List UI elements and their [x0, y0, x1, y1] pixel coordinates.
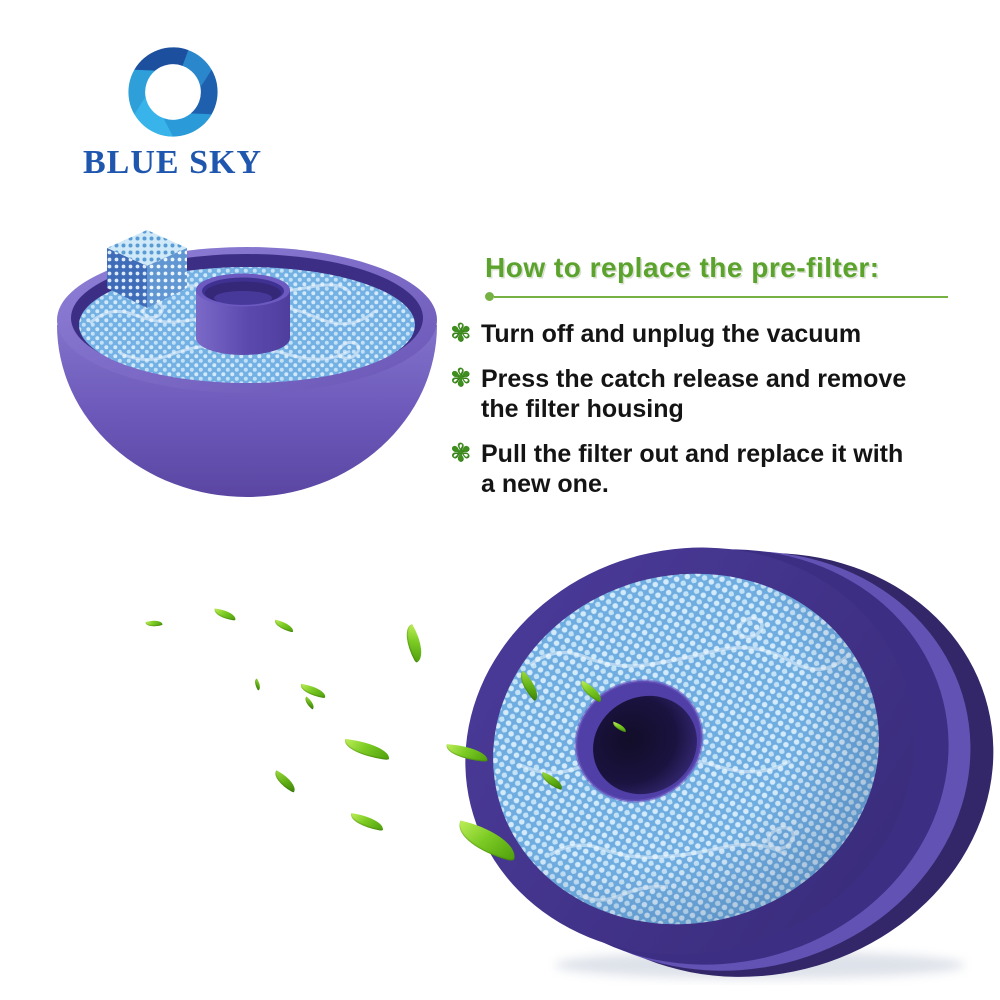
brand-logo: BLUE SKY: [80, 40, 265, 182]
instruction-steps: ✾ Turn off and unplug the vacuum ✾ Press…: [448, 319, 993, 499]
instruction-step: ✾ Pull the filter out and replace it wit…: [450, 439, 993, 499]
step-text: Pull the filter out and replace it with …: [481, 440, 904, 498]
leaf-icon: [343, 738, 391, 761]
underline-line: [494, 295, 948, 298]
mesh-detail-cube: [107, 230, 187, 308]
leaf-icon: [270, 770, 300, 793]
leaf-icon: [145, 618, 163, 629]
filter-disc-shape: [465, 547, 994, 977]
leaf-icon: [398, 624, 430, 663]
leaf-icon: [213, 608, 237, 621]
leaf-icon: [302, 696, 317, 710]
instruction-step: ✾ Turn off and unplug the vacuum: [450, 319, 993, 349]
pre-filter-tilted-image: [465, 547, 994, 979]
instructions-panel: How to replace the pre-filter: ✾ Turn of…: [448, 252, 993, 514]
filter-center-cylinder: [196, 273, 290, 355]
pre-filter-top-view-image: [57, 230, 437, 497]
flower-bullet-icon: ✾: [450, 364, 471, 392]
leaf-icon: [349, 813, 385, 831]
underline-dot-icon: [485, 292, 494, 301]
instructions-heading: How to replace the pre-filter:: [485, 252, 880, 283]
brand-name: BLUE SKY: [83, 144, 262, 181]
step-text: Press the catch release and remove the f…: [481, 365, 907, 423]
leaf-icon: [273, 619, 295, 633]
filter-center-hole: [574, 679, 704, 803]
flower-bullet-icon: ✾: [450, 439, 471, 467]
flower-bullet-icon: ✾: [450, 319, 471, 347]
leaf-icon: [252, 678, 263, 691]
logo-ring-icon: [127, 47, 218, 137]
leaf-icon: [299, 683, 327, 699]
heading-underline: [485, 292, 948, 301]
instruction-step: ✾ Press the catch release and remove the…: [450, 364, 993, 424]
step-text: Turn off and unplug the vacuum: [481, 320, 862, 348]
